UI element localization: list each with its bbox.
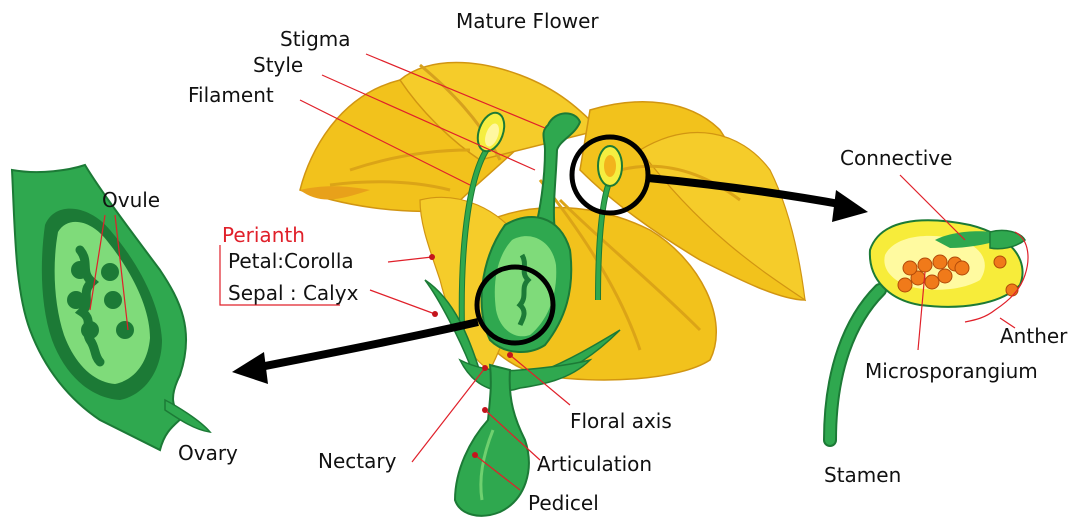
label-microsporangium: Microsporangium bbox=[865, 359, 1038, 383]
label-style: Style bbox=[253, 53, 303, 77]
label-nectary: Nectary bbox=[318, 449, 397, 473]
stamen-detail bbox=[830, 220, 1025, 440]
label-articulation: Articulation bbox=[537, 452, 652, 476]
label-floral-axis: Floral axis bbox=[570, 409, 672, 433]
label-anther: Anther bbox=[1000, 324, 1068, 348]
label-pedicel: Pedicel bbox=[528, 491, 599, 515]
label-stigma: Stigma bbox=[280, 27, 351, 51]
label-ovary: Ovary bbox=[178, 441, 238, 465]
label-ovule: Ovule bbox=[102, 188, 160, 212]
label-petal-corolla: Petal:Corolla bbox=[228, 249, 354, 273]
label-connective: Connective bbox=[840, 146, 952, 170]
label-perianth: Perianth bbox=[222, 223, 305, 247]
diagram-title: Mature Flower bbox=[456, 9, 599, 33]
label-sepal-calyx: Sepal : Calyx bbox=[228, 281, 359, 305]
label-stamen: Stamen bbox=[824, 463, 901, 487]
label-filament: Filament bbox=[188, 83, 274, 107]
arrow-to-ovary-icon bbox=[232, 322, 478, 384]
